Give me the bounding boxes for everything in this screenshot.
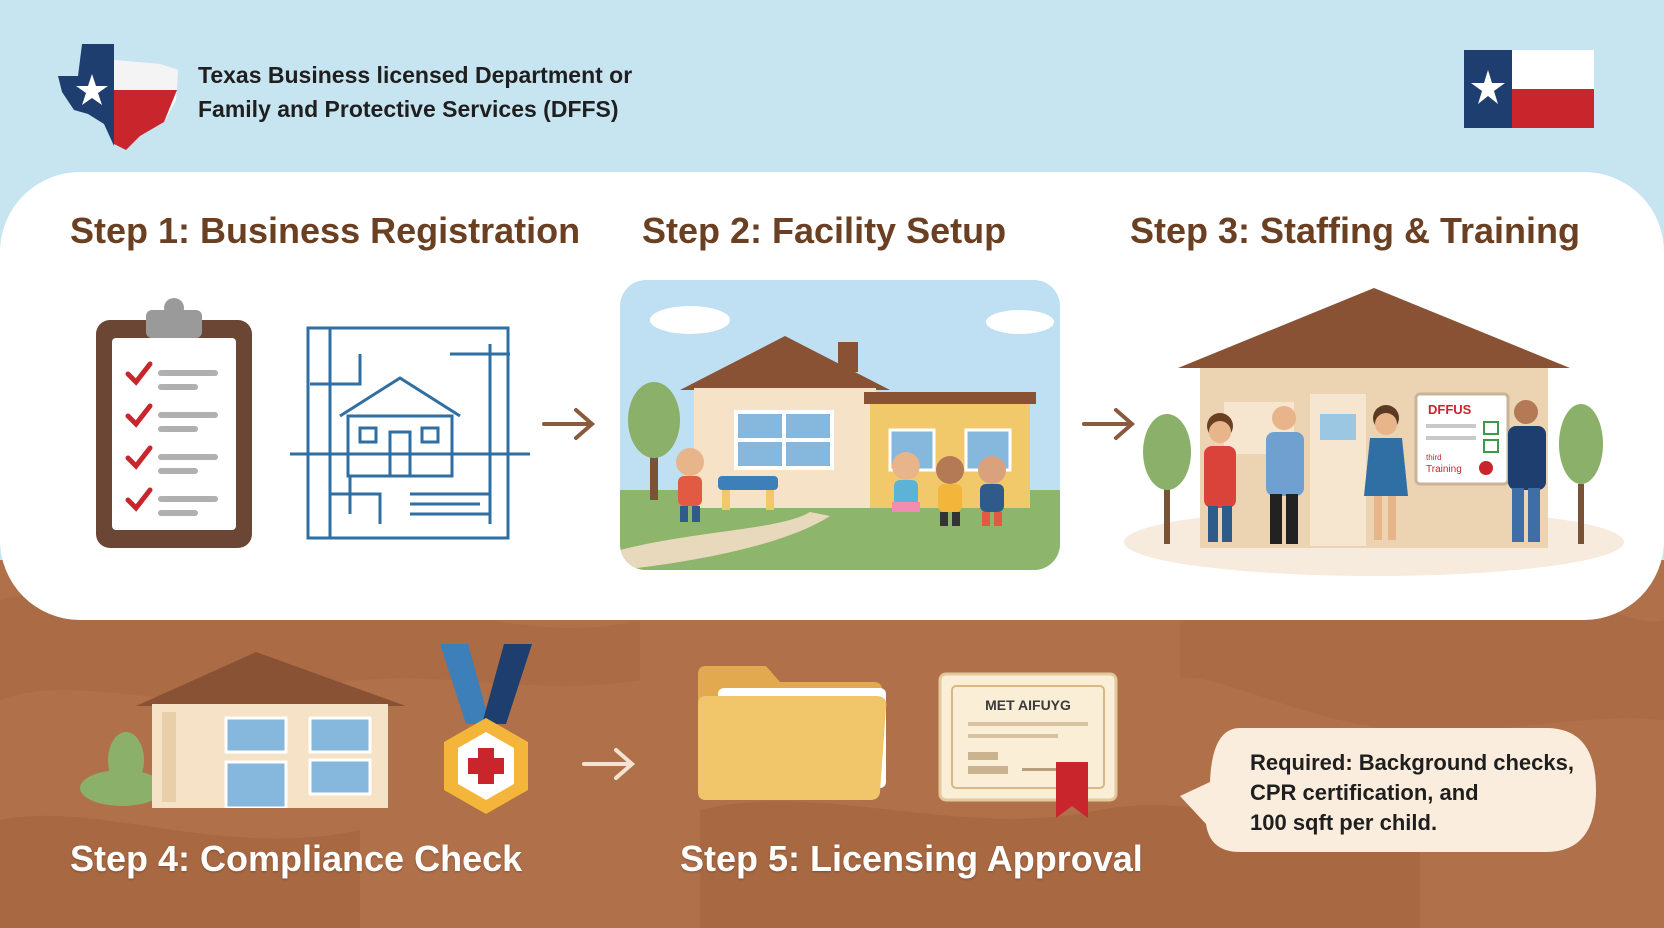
license-certificate-icon: MET AIFUYG — [938, 672, 1118, 818]
compliant-house-icon — [80, 652, 406, 808]
step-5-title: Step 5: Licensing Approval — [680, 838, 1143, 879]
poster-caption-small: third — [1426, 453, 1442, 462]
step-4-title: Step 4: Compliance Check — [70, 838, 523, 879]
arrow-right-icon — [582, 748, 636, 780]
poster-caption: Training — [1426, 464, 1462, 475]
note-line-3: 100 sqft per child. — [1250, 810, 1438, 835]
blueprint-icon — [290, 326, 530, 540]
arrow-right-icon — [542, 408, 596, 440]
requirements-speech-bubble — [1180, 728, 1596, 852]
page-title: Texas Business licensed Department or Fa… — [198, 58, 718, 126]
texas-map-logo — [58, 44, 178, 150]
note-line-1: Required: Background checks, — [1250, 750, 1574, 775]
texas-flag-icon — [1464, 50, 1594, 128]
medal-icon — [440, 644, 532, 814]
arrow-right-icon — [1082, 408, 1136, 440]
staffing-training-scene: DFFUS third Training — [1124, 288, 1624, 576]
title-line-2: Family and Protective Services (DFFS) — [198, 96, 619, 122]
poster-title: DFFUS — [1428, 402, 1472, 417]
step-1-title: Step 1: Business Registration — [70, 210, 581, 251]
note-line-2: CPR certification, and — [1250, 780, 1479, 805]
step-3-title: Step 3: Staffing & Training — [1130, 210, 1581, 251]
certificate-title: MET AIFUYG — [985, 697, 1071, 713]
step-2-title: Step 2: Facility Setup — [642, 210, 1007, 251]
facility-scene-image — [620, 280, 1060, 570]
requirements-note: Required: Background checks, CPR certifi… — [1250, 748, 1580, 838]
clipboard-checklist-icon — [96, 298, 252, 548]
folder-icon — [698, 666, 887, 800]
title-line-1: Texas Business licensed Department or — [198, 62, 633, 88]
